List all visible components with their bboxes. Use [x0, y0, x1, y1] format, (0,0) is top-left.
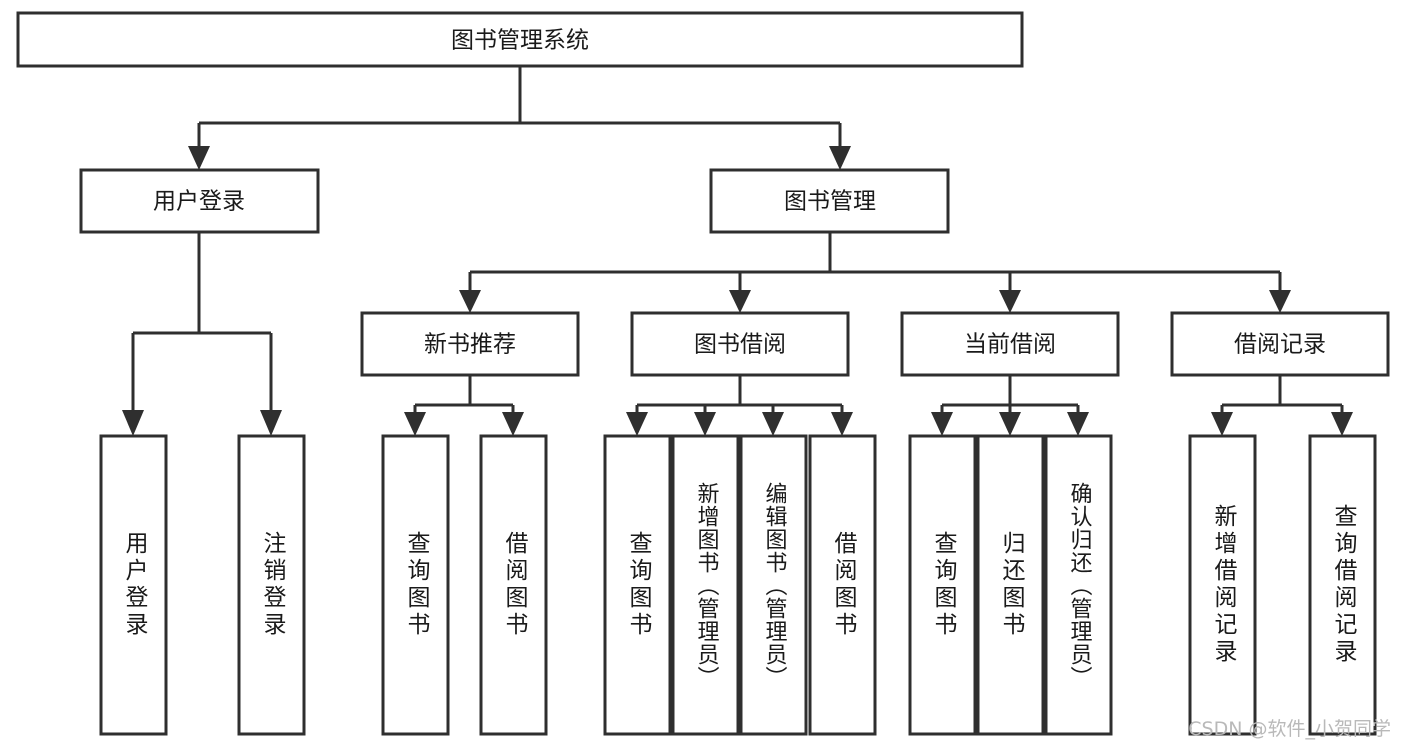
leaf-rect-query-book-1 — [381, 434, 450, 736]
connector-bookmgmt-to-level3 — [459, 232, 1291, 313]
node-borrow-records[interactable]: 借阅记录 — [1170, 311, 1390, 377]
connector-borrow-to-leaves — [626, 375, 853, 436]
leaf-rect-edit-book — [739, 434, 808, 736]
connector-newbook-to-leaves — [404, 375, 524, 436]
node-user-login-label: 用户登录 — [153, 189, 245, 215]
leaf-rect-borrow-book-2 — [808, 434, 877, 736]
node-root-label: 图书管理系统 — [451, 28, 589, 54]
leaf-rects — [99, 434, 1377, 736]
leaf-rect-query-book-3 — [908, 434, 977, 736]
node-new-book-recommend-label: 新书推荐 — [424, 332, 516, 358]
node-current-borrow-label: 当前借阅 — [964, 332, 1056, 358]
node-user-login[interactable]: 用户登录 — [79, 168, 320, 234]
node-book-borrow-label: 图书借阅 — [694, 332, 786, 358]
node-new-book-recommend[interactable]: 新书推荐 — [360, 311, 580, 377]
node-borrow-records-label: 借阅记录 — [1234, 332, 1326, 358]
node-book-management-label: 图书管理 — [784, 189, 876, 215]
node-root[interactable]: 图书管理系统 — [16, 11, 1024, 68]
leaf-rect-add-record — [1188, 434, 1257, 736]
leaf-rect-user-login — [99, 434, 168, 736]
leaf-rect-add-book — [671, 434, 740, 736]
node-book-management[interactable]: 图书管理 — [709, 168, 950, 234]
node-current-borrow[interactable]: 当前借阅 — [900, 311, 1120, 377]
connector-userlogin-to-leaves — [122, 232, 282, 436]
connector-records-to-leaves — [1211, 375, 1353, 436]
leaf-rect-borrow-book-1 — [479, 434, 548, 736]
node-book-borrow[interactable]: 图书借阅 — [630, 311, 850, 377]
leaf-rect-query-record — [1308, 434, 1377, 736]
leaf-rect-logout — [237, 434, 306, 736]
leaf-rect-query-book-2 — [603, 434, 672, 736]
leaf-rect-return-book — [976, 434, 1045, 736]
leaf-rect-confirm-return — [1044, 434, 1113, 736]
connector-current-to-leaves — [931, 375, 1089, 436]
connector-root-to-level2 — [188, 66, 851, 170]
watermark: CSDN @软件_小贺同学 — [1188, 718, 1391, 740]
